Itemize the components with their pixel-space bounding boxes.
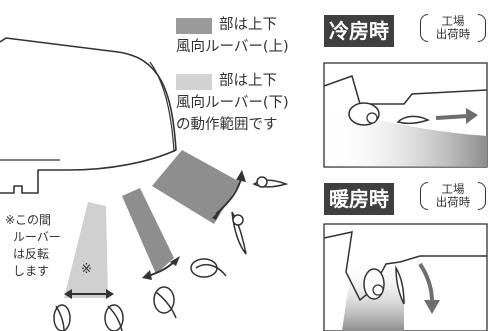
legend-upper-line2: 風向ルーバー(上) [176, 39, 289, 55]
upper-louver-range [152, 150, 240, 224]
heating-illustration [323, 223, 488, 331]
legend-swatch-upper [176, 18, 212, 34]
heating-note-line2: 出荷時 [435, 195, 471, 209]
reverse-note-line3: は反転 [13, 247, 50, 261]
legend-upper-line1: 部は上下 [219, 17, 277, 33]
arrow-heads [64, 170, 246, 299]
legend-swatch-lower [176, 74, 212, 90]
heating-note-line1: 工場 [441, 182, 465, 196]
arrow-icon [424, 300, 440, 314]
cooling-factory-note: 工場 出荷時 [420, 14, 486, 42]
louver-icon [53, 176, 289, 331]
air-conditioner-icon [0, 37, 177, 194]
arrow-icon [466, 108, 478, 124]
heating-factory-note: 工場 出荷時 [420, 182, 486, 210]
heating-mode-label: 暖房時 [324, 183, 394, 215]
upper-louver-range [122, 188, 174, 274]
reverse-note-line4: します [13, 264, 50, 278]
cooling-illustration [323, 62, 488, 168]
legend-lower-line1: 部は上下 [219, 73, 277, 89]
front-panel-line [149, 61, 175, 153]
air-flow-arrow-icon [435, 114, 469, 120]
legend-lower-line3: の動作範囲です [176, 117, 278, 133]
lower-louver-range [64, 202, 108, 298]
reverse-note-line2: ルーバー [13, 230, 61, 244]
reverse-mark: ※ [81, 262, 92, 277]
air-flow-arrow-icon [418, 262, 434, 303]
cooling-note-line2: 出荷時 [435, 27, 471, 41]
legend-lower-line2: 風向ルーバー(下) [176, 95, 289, 111]
cooling-note-line1: 工場 [441, 14, 465, 28]
cooling-mode-label: 冷房時 [324, 15, 394, 47]
reverse-note-line1: ※この間 [5, 213, 52, 227]
